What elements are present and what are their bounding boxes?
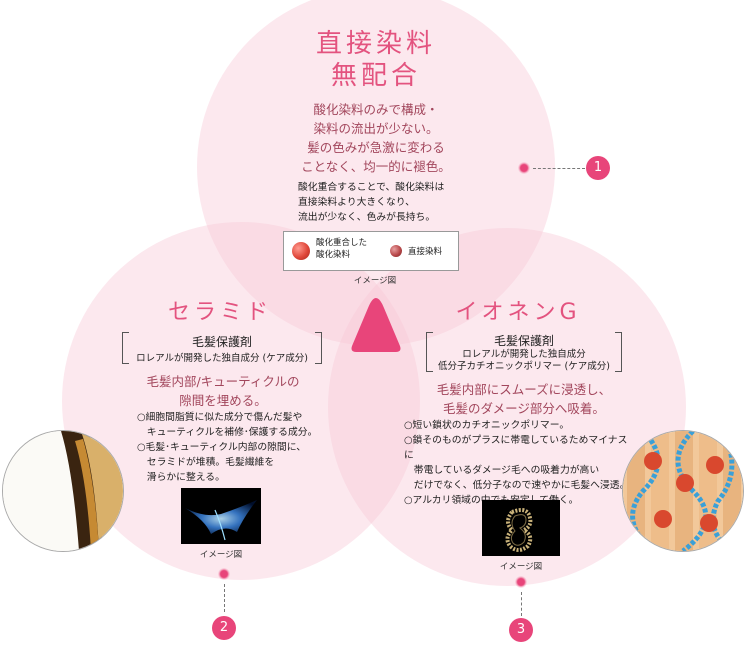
top-body-line: 酸化重合することで、酸化染料は	[298, 182, 445, 193]
left-box-sub: ロレアルが開発した独自成分 (ケア成分)	[136, 353, 308, 364]
top-title: 直接染料 無配合	[276, 28, 476, 92]
top-lead-line: 染料の流出が少ない。	[313, 121, 439, 136]
top-lead-line: ことなく、均一的に褪色。	[301, 159, 451, 174]
polymer-fiber-image	[622, 430, 744, 552]
right-body-line: ○短い鎖状のカチオニックポリマー。	[404, 420, 570, 431]
left-bracket-box: 毛髪保護剤 ロレアルが開発した独自成分 (ケア成分)	[122, 332, 322, 364]
top-body-line: 直接染料より大きくなり、	[298, 197, 415, 208]
right-leader-line	[521, 592, 522, 616]
top-lead-line: 酸化染料のみで構成・	[313, 102, 439, 117]
right-bracket-box: 毛髪保護剤 ロレアルが開発した独自成分 低分子カチオニックポリマー (ケア成分)	[426, 332, 622, 372]
top-marker-dot	[518, 162, 530, 174]
left-title: セラミド	[167, 300, 272, 325]
legend-box: 酸化重合した 酸化染料 直接染料	[283, 231, 459, 271]
ionene-image	[482, 500, 560, 556]
hair-cross-section-image	[2, 430, 124, 552]
left-body-line: ○毛髪･キューティクル内部の隙間に、	[137, 442, 307, 453]
left-body-line: ○細胞間脂質に似た成分で傷んだ髪や	[137, 412, 303, 423]
left-caption: イメージ図	[199, 550, 243, 560]
top-leader-line	[533, 168, 585, 169]
left-body-line: セラミドが堆積。毛髪繊維を	[137, 457, 275, 468]
number-badge-3: 3	[509, 618, 533, 642]
right-body-line: 帯電しているダメージ毛への吸着力が高い	[404, 465, 600, 476]
right-box-sub1: ロレアルが開発した独自成分	[462, 349, 586, 360]
right-lead-line: 毛髪のダメージ部分へ吸着。	[443, 401, 605, 416]
center-triangle	[351, 298, 401, 352]
left-lead-line: 隙間を埋める。	[179, 393, 267, 408]
number-badge-1: 1	[586, 156, 610, 180]
left-lead-line: 毛髪内部/キューティクルの	[146, 374, 300, 389]
ceramide-image	[181, 488, 261, 544]
right-marker-dot	[515, 576, 527, 588]
top-lead-line: 髪の色みが急激に変わる	[307, 140, 445, 155]
right-body-line: だけでなく、低分子なので速やかに毛髪へ浸透。	[404, 480, 630, 491]
legend-item-oxidized-line2: 酸化染料	[316, 250, 351, 260]
left-marker-dot	[218, 568, 230, 580]
number-badge-2: 2	[212, 616, 236, 640]
left-body-line: キューティクルを補修･保護する成分。	[137, 427, 318, 438]
right-box-title: 毛髪保護剤	[493, 334, 554, 348]
right-caption: イメージ図	[499, 562, 543, 572]
left-body: ○細胞間脂質に似た成分で傷んだ髪や キューティクルを補修･保護する成分。 ○毛髪…	[137, 410, 327, 485]
right-title: イオネンG	[455, 300, 581, 325]
top-body: 酸化重合することで、酸化染料は 直接染料より大きくなり、 流出が少なく、色みが長…	[298, 180, 498, 225]
legend-item-oxidized: 酸化重合した 酸化染料	[316, 237, 367, 261]
top-caption: イメージ図	[353, 276, 397, 286]
right-body-line: ○鎖そのものがプラスに帯電しているためマイナスに	[404, 435, 628, 461]
left-body-line: 滑らかに整える。	[137, 472, 225, 483]
top-body-line: 流出が少なく、色みが長持ち。	[298, 212, 436, 223]
legend-item-direct: 直接染料	[408, 247, 443, 257]
top-title-line2: 無配合	[330, 61, 421, 91]
right-box-sub2: 低分子カチオニックポリマー (ケア成分)	[438, 361, 610, 372]
top-circle	[197, 0, 555, 346]
left-leader-line	[224, 584, 225, 612]
right-body: ○短い鎖状のカチオニックポリマー。 ○鎖そのものがプラスに帯電しているためマイナ…	[404, 418, 636, 508]
right-lead: 毛髪内部にスムーズに浸透し、 毛髪のダメージ部分へ吸着。	[414, 380, 634, 418]
right-lead-line: 毛髪内部にスムーズに浸透し、	[436, 382, 612, 397]
top-lead: 酸化染料のみで構成・ 染料の流出が少ない。 髪の色みが急激に変わる ことなく、均…	[266, 100, 486, 176]
left-box-title: 毛髪保護剤	[191, 335, 252, 349]
left-lead: 毛髪内部/キューティクルの 隙間を埋める。	[120, 372, 326, 410]
direct-dye-ball-icon	[390, 245, 402, 257]
top-title-line1: 直接染料	[315, 29, 436, 59]
legend-item-oxidized-line1: 酸化重合した	[316, 238, 368, 248]
oxidized-dye-ball-icon	[292, 242, 310, 260]
